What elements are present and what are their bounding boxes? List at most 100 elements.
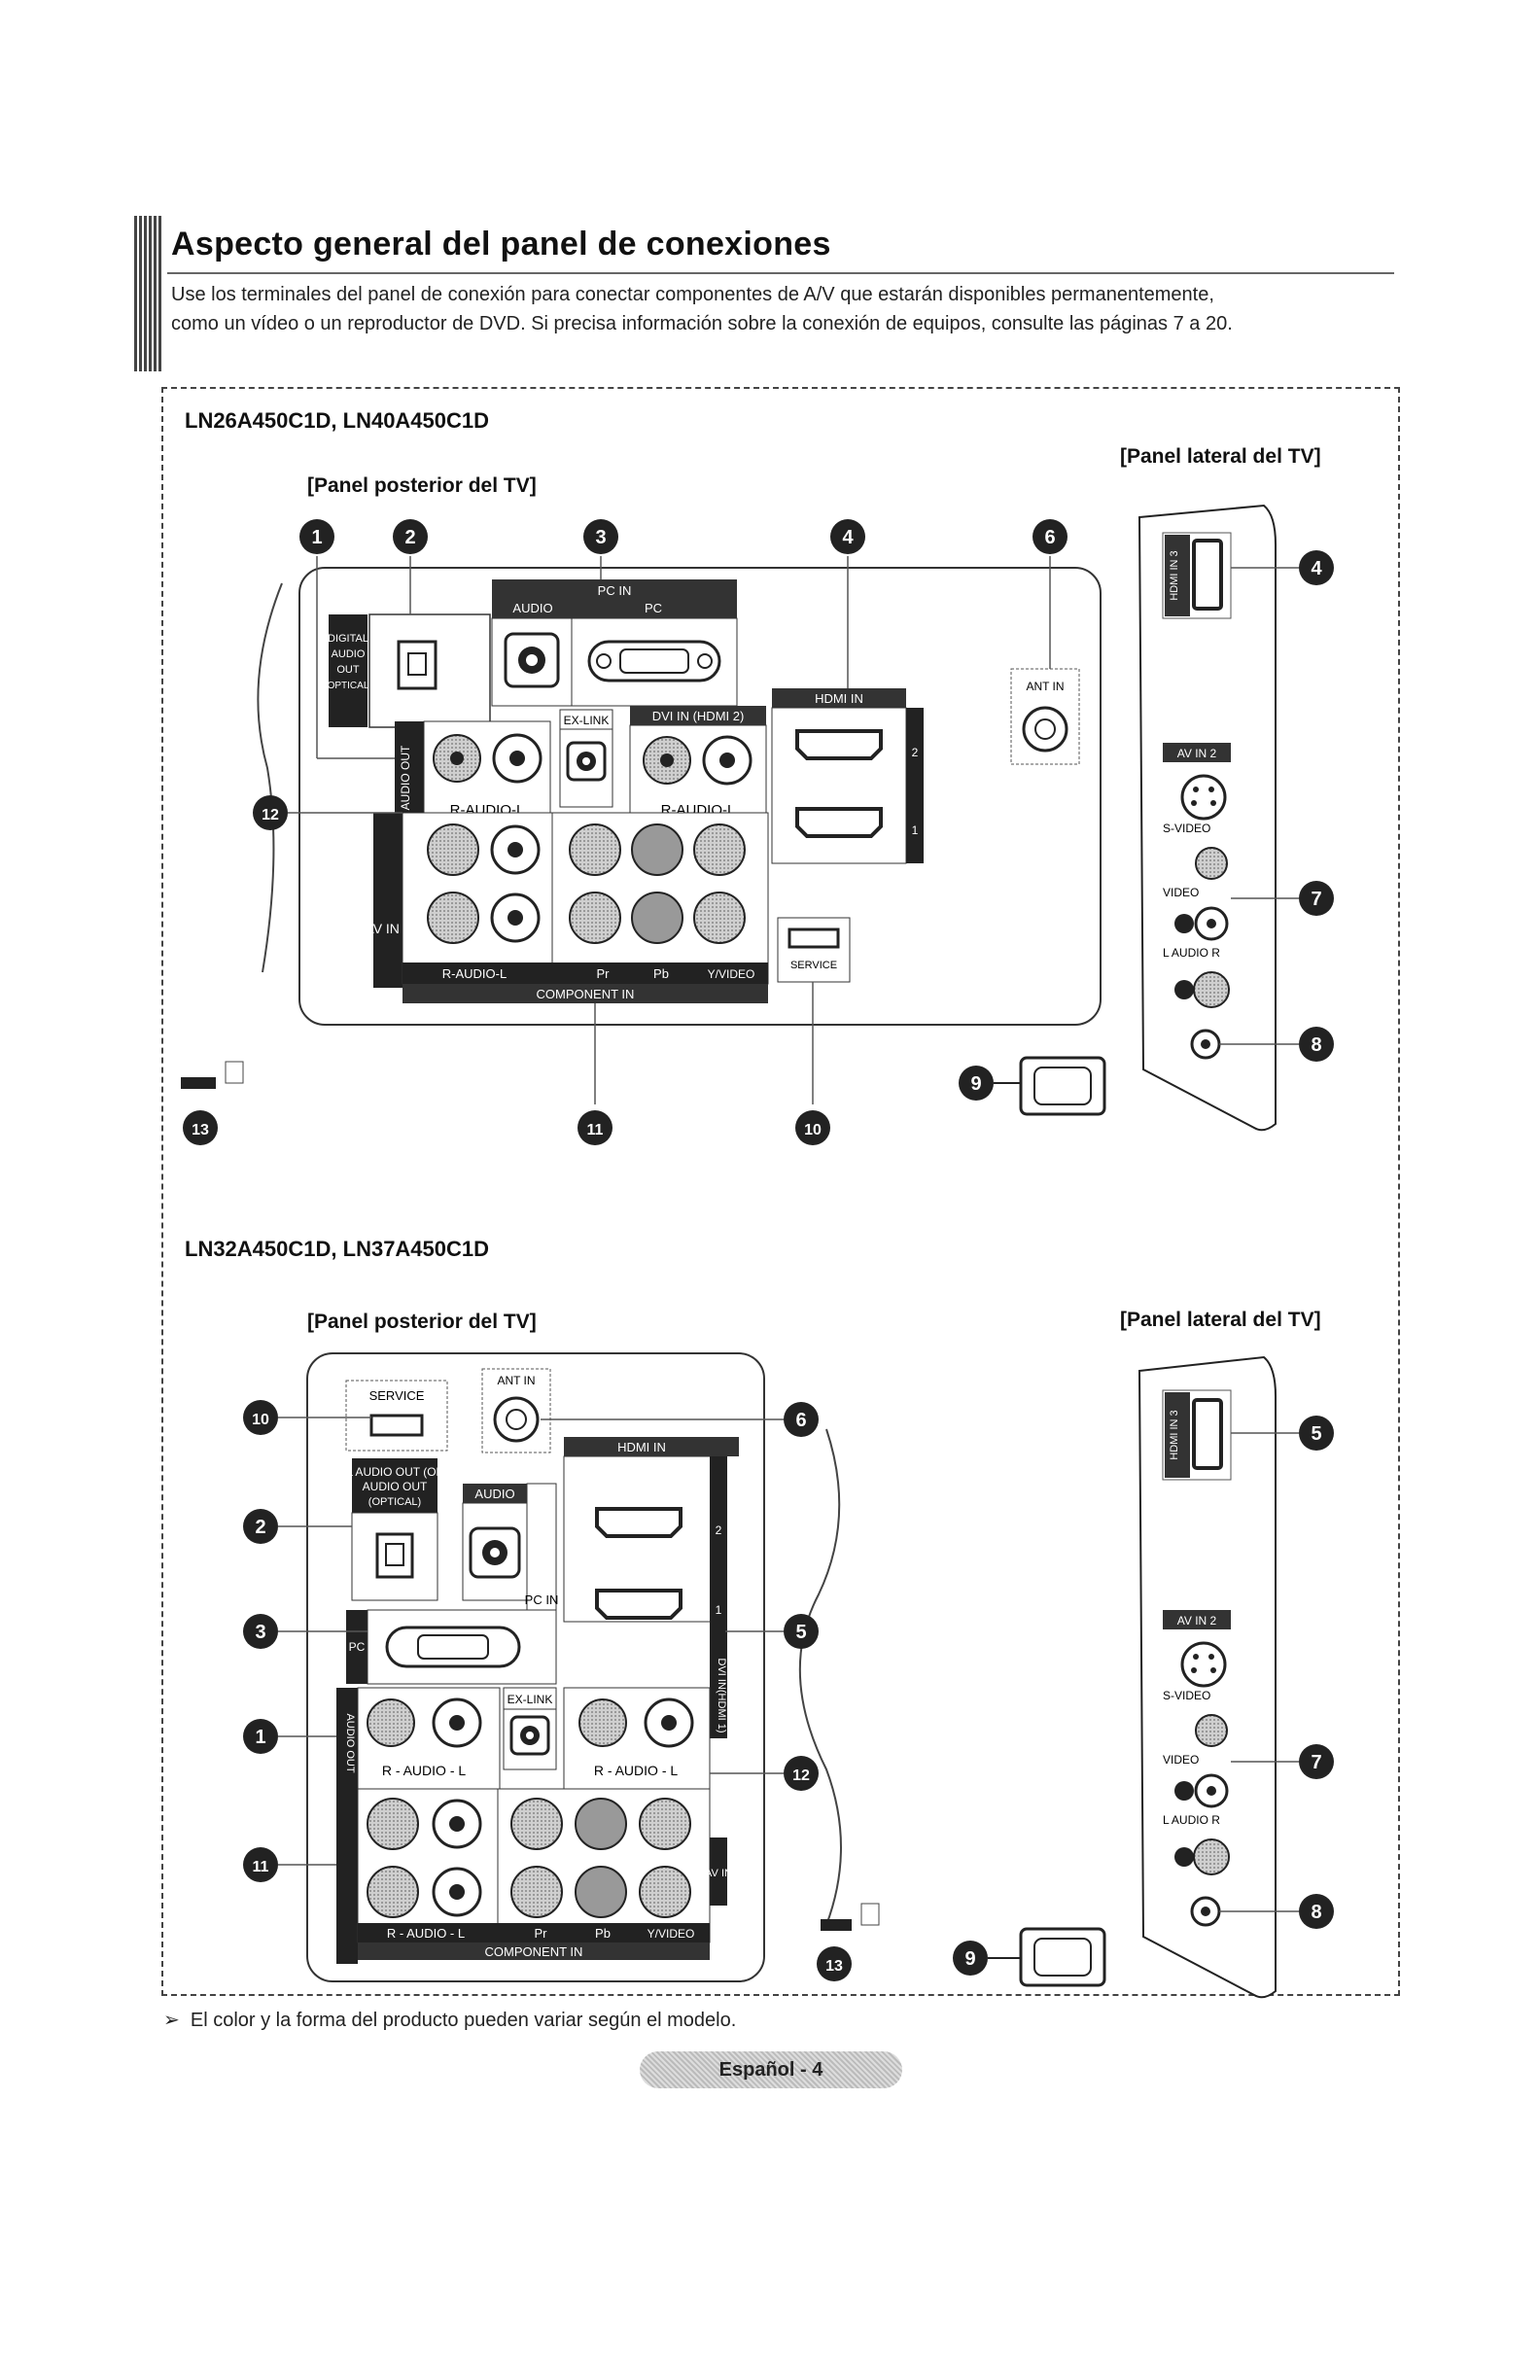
component-pr-jack xyxy=(569,823,621,876)
svg-text:SERVICE: SERVICE xyxy=(369,1388,425,1403)
s2-hdmi-1-port-icon xyxy=(595,1589,682,1620)
intro-line-2: como un vídeo o un reproductor de DVD. S… xyxy=(171,313,1233,334)
svg-text:8: 8 xyxy=(1311,1034,1321,1056)
svg-text:AUDIO: AUDIO xyxy=(474,1487,514,1501)
svg-text:Pr: Pr xyxy=(597,966,611,981)
s2-hdmi-2-port-icon xyxy=(595,1507,682,1538)
section1-lock-icon xyxy=(225,1061,244,1084)
svg-text:VIDEO: VIDEO xyxy=(1163,886,1199,899)
svg-text:HDMI IN: HDMI IN xyxy=(815,691,863,706)
svg-text:EX-LINK: EX-LINK xyxy=(508,1693,553,1706)
intro-text: Use los terminales del panel de conexión… xyxy=(171,280,1396,338)
section2-side-label: [Panel lateral del TV] xyxy=(1120,1309,1321,1331)
svg-text:DVI IN (HDMI 2): DVI IN (HDMI 2) xyxy=(652,709,745,723)
digital-audio-label: DIGITAL xyxy=(328,633,368,645)
svg-text:6: 6 xyxy=(1044,527,1055,548)
component-y-jack xyxy=(693,823,746,876)
svg-text:6: 6 xyxy=(795,1410,806,1431)
svg-text:12: 12 xyxy=(792,1768,810,1784)
section1-rear-label: [Panel posterior del TV] xyxy=(307,474,537,497)
svg-text:AUDIO: AUDIO xyxy=(332,648,366,660)
svg-text:11: 11 xyxy=(253,1859,269,1875)
svg-text:ANT IN: ANT IN xyxy=(497,1374,535,1387)
svg-text:10: 10 xyxy=(252,1412,269,1428)
svg-text:11: 11 xyxy=(587,1122,604,1138)
svg-text:Pb: Pb xyxy=(595,1926,611,1941)
service-port-icon xyxy=(788,928,840,949)
svg-text:S-VIDEO: S-VIDEO xyxy=(1163,1689,1210,1702)
side-svideo-port-icon xyxy=(1180,774,1227,821)
svg-text:7: 7 xyxy=(1311,1752,1321,1773)
s2-side-hdmi3-port-icon xyxy=(1192,1398,1223,1470)
svg-text:AV IN 2: AV IN 2 xyxy=(1177,747,1217,760)
svg-text:2: 2 xyxy=(912,746,919,759)
svg-text:COMPONENT IN: COMPONENT IN xyxy=(485,1944,583,1959)
svg-text:R - AUDIO - L: R - AUDIO - L xyxy=(594,1763,679,1778)
svg-text:9: 9 xyxy=(970,1073,981,1095)
section1-kensington-slot xyxy=(181,1077,216,1089)
svg-text:3: 3 xyxy=(255,1622,265,1643)
svg-text:AUDIO OUT: AUDIO OUT xyxy=(399,745,412,810)
title-divider xyxy=(167,272,1394,274)
section1-side-panel: HDMI IN 3 AV IN 2 S-VIDEO VIDEO L AUDIO … xyxy=(1138,504,1299,1132)
svg-text:3: 3 xyxy=(595,527,606,548)
svg-text:10: 10 xyxy=(804,1122,822,1138)
svg-text:AUDIO OUT: AUDIO OUT xyxy=(363,1480,428,1493)
svg-text:1: 1 xyxy=(912,823,919,837)
section2-kensington-slot xyxy=(821,1919,852,1931)
svg-text:DVI IN(HDMI 1): DVI IN(HDMI 1) xyxy=(716,1659,727,1733)
svg-text:Pb: Pb xyxy=(653,966,669,981)
svg-text:8: 8 xyxy=(1311,1902,1321,1923)
svg-text:PC IN: PC IN xyxy=(525,1592,559,1607)
section1-rear-panel: DIGITAL AUDIO OUT (OPTICAL) PC IN AUDIO … xyxy=(257,556,1102,1104)
svg-text:AV IN 2: AV IN 2 xyxy=(1177,1614,1217,1628)
section1-callouts: 1 2 3 4 6 12 4 7 8 9 13 11 10 xyxy=(183,519,1334,1145)
svg-text:R-AUDIO-L: R-AUDIO-L xyxy=(442,966,507,981)
section2-rear-label: [Panel posterior del TV] xyxy=(307,1311,537,1333)
hdmi-2-port-icon xyxy=(795,729,883,760)
component-pb-jack xyxy=(631,823,683,876)
svg-text:1: 1 xyxy=(311,527,322,548)
svg-text:5: 5 xyxy=(1311,1423,1321,1445)
svg-text:(OPTICAL): (OPTICAL) xyxy=(368,1496,421,1508)
diagrams-frame xyxy=(161,387,1400,1996)
page-number-badge: Español - 4 xyxy=(640,2051,902,2088)
section1-models: LN26A450C1D, LN40A450C1D xyxy=(185,408,490,433)
svg-text:L AUDIO R: L AUDIO R xyxy=(1163,946,1220,960)
svg-text:13: 13 xyxy=(192,1122,209,1138)
svg-text:2: 2 xyxy=(404,527,415,548)
svg-text:12: 12 xyxy=(262,807,279,823)
section2-models: LN32A450C1D, LN37A450C1D xyxy=(185,1237,490,1261)
svg-text:1: 1 xyxy=(716,1603,722,1617)
svg-text:Y/VIDEO: Y/VIDEO xyxy=(708,967,755,981)
svg-text:HDMI IN 3: HDMI IN 3 xyxy=(1169,1410,1180,1459)
svg-text:5: 5 xyxy=(795,1622,806,1643)
svg-text:(OPTICAL): (OPTICAL) xyxy=(324,681,371,691)
svg-text:L AUDIO R: L AUDIO R xyxy=(1163,1813,1220,1827)
section2-side-panel: HDMI IN 3 AV IN 2 S-VIDEO VIDEO L AUDIO … xyxy=(1138,1355,1299,1999)
svg-text:7: 7 xyxy=(1311,889,1321,910)
svg-text:HDMI IN: HDMI IN xyxy=(617,1440,666,1454)
ant-in-port-icon xyxy=(1022,706,1068,752)
svg-text:R - AUDIO - L: R - AUDIO - L xyxy=(382,1763,467,1778)
svg-text:2: 2 xyxy=(255,1517,265,1538)
svg-text:4: 4 xyxy=(842,527,854,548)
s2-service-port-icon xyxy=(369,1414,424,1437)
svg-text:PC: PC xyxy=(645,601,662,615)
section2-rear-panel: SERVICE ANT IN DIGITAL AUDIO OUT (OPTICA… xyxy=(278,1352,842,1982)
svg-text:OUT: OUT xyxy=(336,664,360,676)
svg-text:AV IN 1: AV IN 1 xyxy=(365,921,410,936)
s2-ant-in-port-icon xyxy=(493,1396,540,1443)
svg-text:EX-LINK: EX-LINK xyxy=(564,714,610,727)
svg-text:PC: PC xyxy=(349,1640,366,1654)
svg-text:9: 9 xyxy=(964,1948,975,1970)
svg-text:HDMI IN 3: HDMI IN 3 xyxy=(1169,550,1180,600)
intro-line-1: Use los terminales del panel de conexión… xyxy=(171,284,1214,305)
svg-text:AUDIO OUT: AUDIO OUT xyxy=(344,1713,356,1772)
svg-text:Y/VIDEO: Y/VIDEO xyxy=(648,1927,695,1941)
svg-text:2: 2 xyxy=(716,1523,722,1537)
side-hdmi3-port-icon xyxy=(1192,539,1223,611)
svg-text:SERVICE: SERVICE xyxy=(790,960,837,971)
svg-text:1: 1 xyxy=(255,1727,265,1748)
section2-lock-icon xyxy=(860,1903,880,1926)
